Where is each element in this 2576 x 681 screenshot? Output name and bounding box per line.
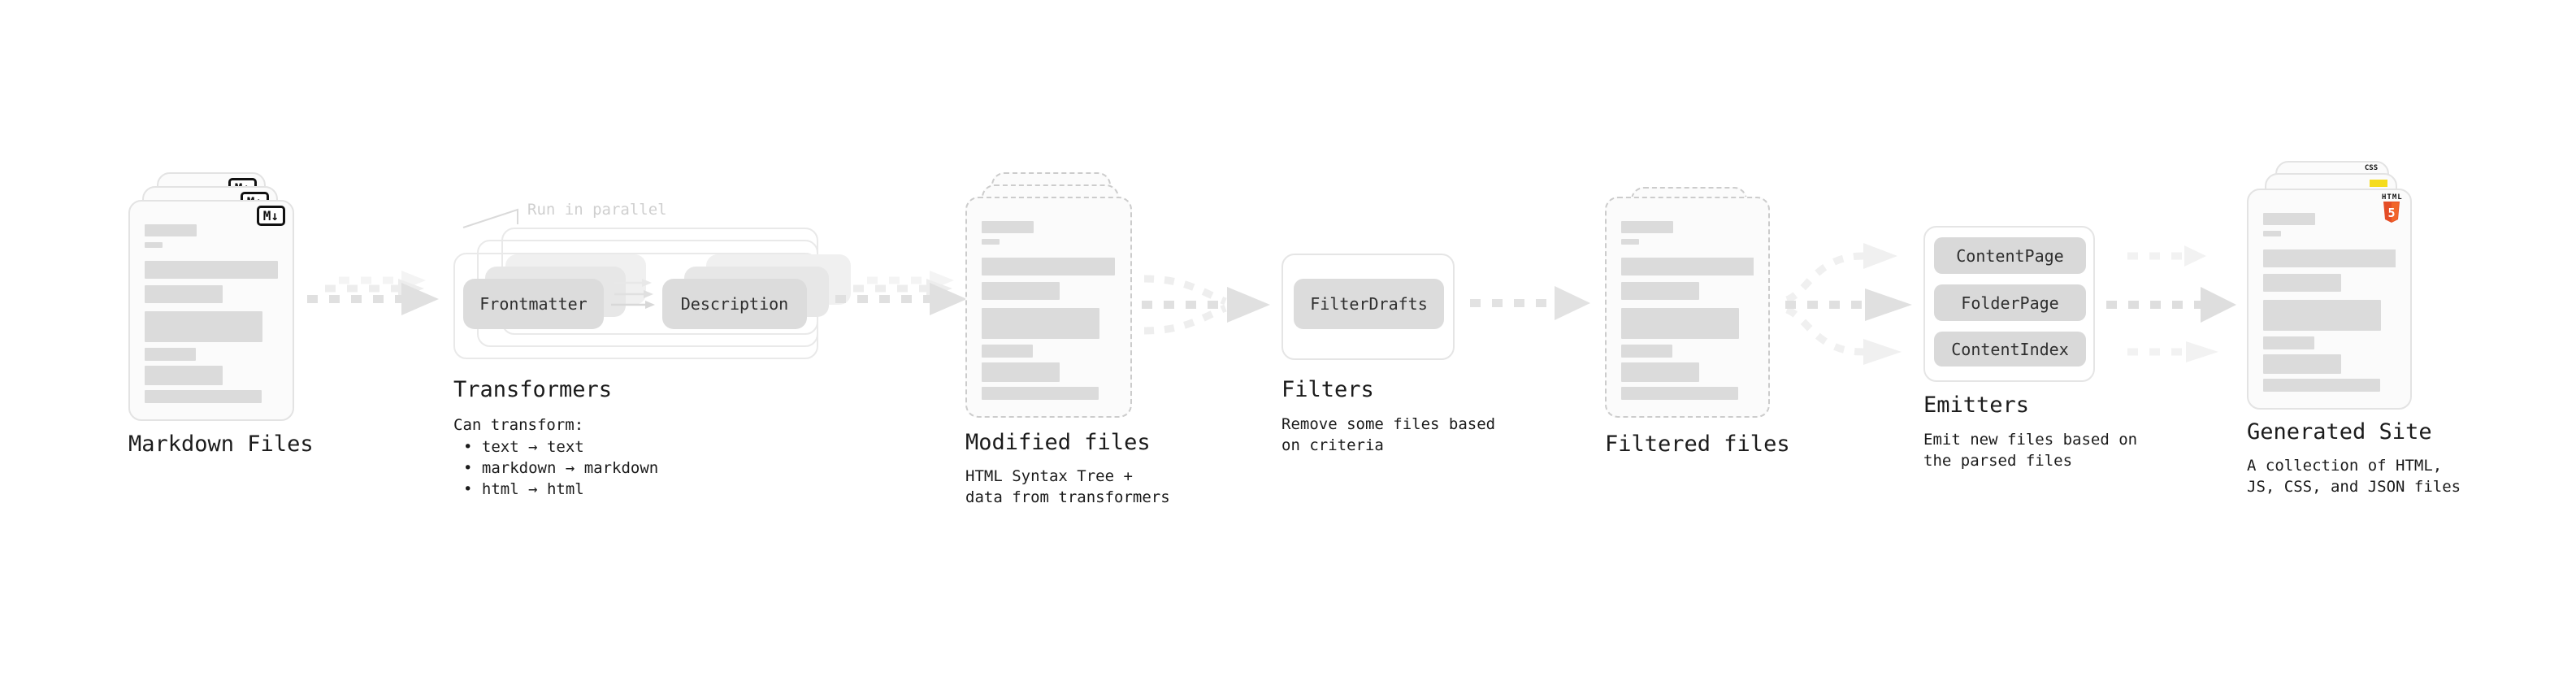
doc-placeholder-line: [2263, 354, 2341, 374]
markdown-files-label: Markdown Files: [128, 432, 314, 457]
dashed-arrow-icon: [1470, 286, 1590, 320]
svg-text:5: 5: [2387, 206, 2395, 220]
transformers-caption-title: Can transform:: [453, 416, 584, 434]
filters-caption: Remove some files based on criteria: [1281, 415, 1496, 454]
filterdrafts-pill: FilterDrafts: [1294, 279, 1444, 329]
js-icon: [2370, 180, 2387, 187]
filtered-doc-card-front: [1605, 197, 1770, 418]
transformers-label: Transformers: [453, 377, 613, 402]
doc-placeholder-lines: [982, 198, 1116, 416]
doc-placeholder-line: [145, 224, 197, 236]
generated-site-label: Generated Site: [2247, 419, 2432, 445]
modified-files-label: Modified files: [965, 430, 1151, 455]
folderpage-pill: FolderPage: [1934, 284, 2086, 321]
filtered-files-label: Filtered files: [1605, 432, 1790, 457]
annotation-leader-line: [462, 208, 518, 228]
doc-placeholder-line: [982, 387, 1099, 400]
doc-placeholder-line: [1621, 282, 1699, 300]
doc-placeholder-line: [145, 311, 262, 342]
doc-placeholder-line: [982, 308, 1099, 339]
html5-icon: HTML 5: [2382, 193, 2403, 223]
doc-placeholder-line: [2263, 379, 2380, 392]
filters-frame: [1281, 254, 1455, 360]
contentpage-pill: ContentPage: [1934, 237, 2086, 274]
html5-shield: 5: [2383, 202, 2400, 223]
doc-placeholder-line: [2263, 300, 2381, 331]
doc-placeholder-line: [145, 366, 223, 385]
doc-placeholder-line: [1621, 345, 1672, 358]
doc-placeholder-line: [145, 261, 278, 279]
doc-placeholder-line: [982, 345, 1033, 358]
doc-placeholder-line: [2263, 249, 2396, 267]
contentindex-pill: ContentIndex: [1934, 332, 2086, 367]
bullet-item: • text → text: [463, 438, 584, 456]
doc-placeholder-line: [1621, 387, 1738, 400]
split-arrow-icon: [1785, 243, 1912, 365]
transform-arrows-icon: [611, 279, 655, 309]
description-pill: Description: [662, 279, 807, 329]
doc-placeholder-line: [145, 390, 262, 403]
doc-placeholder-line: [982, 239, 1000, 245]
doc-placeholder-line: [2263, 274, 2341, 292]
doc-placeholder-lines: [1621, 198, 1754, 416]
doc-placeholder-line: [2263, 336, 2314, 349]
generated-site-caption: A collection of HTML, JS, CSS, and JSON …: [2247, 457, 2461, 496]
doc-placeholder-line: [145, 242, 163, 248]
site-doc-card-html: HTML 5: [2247, 189, 2412, 410]
frontmatter-pill: Frontmatter: [463, 279, 604, 329]
run-in-parallel-annotation: Run in parallel: [527, 201, 667, 219]
dashed-arrow-icon: [835, 271, 967, 315]
markdown-icon: M↓: [256, 206, 285, 226]
transformers-bullet-list: • text → text • markdown → markdown • ht…: [463, 436, 658, 500]
doc-placeholder-line: [1621, 362, 1699, 382]
doc-placeholder-line: [2263, 231, 2281, 236]
doc-placeholder-line: [145, 285, 223, 303]
doc-placeholder-line: [145, 348, 196, 361]
doc-placeholder-line: [1621, 221, 1673, 233]
bullet-item: • html → html: [463, 480, 584, 498]
dashed-arrow-icon: [307, 271, 439, 315]
css-badge-text: CSS: [2364, 164, 2379, 172]
doc-placeholder-line: [1621, 239, 1639, 245]
html5-badge-text: HTML: [2382, 193, 2403, 202]
doc-placeholder-line: [2263, 213, 2315, 225]
triple-arrow-icon: [2106, 245, 2236, 362]
modified-doc-card-front: [965, 197, 1132, 418]
doc-placeholder-line: [982, 362, 1060, 382]
modified-files-caption: HTML Syntax Tree + data from transformer…: [965, 467, 1170, 506]
doc-placeholder-line: [1621, 308, 1739, 339]
emitters-caption: Emit new files based on the parsed files: [1923, 431, 2138, 470]
filters-label: Filters: [1281, 377, 1374, 402]
doc-placeholder-line: [1621, 258, 1754, 275]
bullet-item: • markdown → markdown: [463, 459, 659, 477]
doc-placeholder-line: [982, 282, 1060, 300]
emitters-frame: [1923, 226, 2095, 382]
doc-placeholder-line: [982, 258, 1115, 275]
markdown-doc-card-front: M↓: [128, 200, 294, 421]
merge-arrow-icon: [1142, 275, 1270, 335]
doc-placeholder-lines: [2263, 190, 2396, 408]
doc-placeholder-lines: [145, 202, 278, 419]
doc-placeholder-line: [982, 221, 1034, 233]
emitters-label: Emitters: [1923, 393, 2030, 418]
